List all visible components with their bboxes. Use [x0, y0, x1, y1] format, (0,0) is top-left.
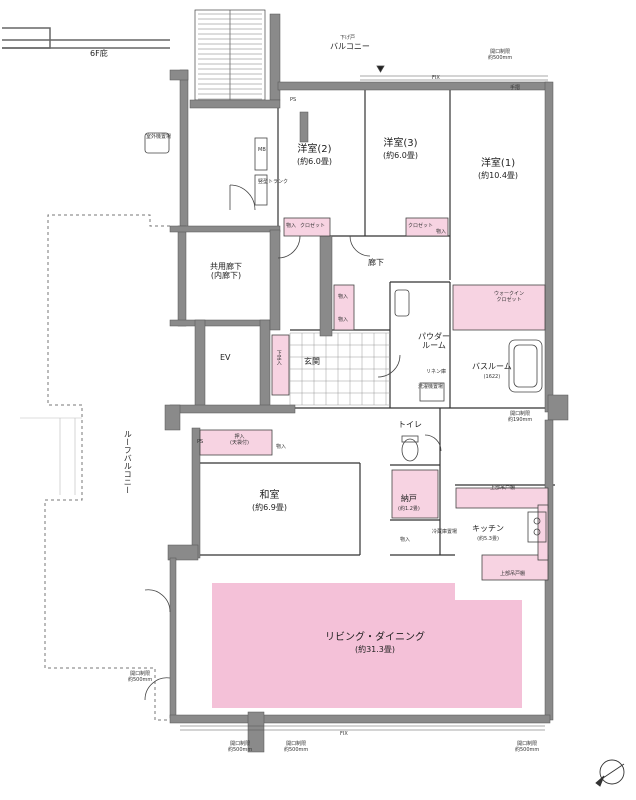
label-in-1: 物入 — [286, 223, 297, 229]
label-in-6: 物入 — [400, 537, 411, 543]
roof-deck-grid — [20, 417, 82, 495]
room-toilet: トイレ — [398, 420, 422, 429]
label-in-2: 物入 — [436, 229, 447, 235]
label-ac: 室外機置場 — [146, 134, 172, 140]
label-shoes: 下足入 — [275, 350, 282, 365]
room-kitchen: キッチン(約5.3畳) — [472, 524, 504, 543]
room-6f-eaves: 6F庇 — [90, 49, 108, 58]
walls — [164, 13, 569, 753]
label-opening-bottom-3: 開口制限約500mm — [515, 741, 540, 753]
staircase — [194, 9, 266, 101]
room-powder: パウダールーム — [418, 332, 450, 351]
roof-balcony-outline — [44, 214, 172, 721]
label-closet-2: クロゼット — [408, 223, 434, 229]
label-fix-top: FIX — [432, 75, 440, 81]
label-laundry: 洗濯機置場 — [418, 384, 444, 390]
label-opening-bottom-2: 開口制限約500mm — [284, 741, 309, 753]
room-living-dining: リビング・ダイニング(約31.3畳) — [325, 632, 425, 654]
eaves-outline — [2, 27, 170, 49]
room-bath: バスルーム(1622) — [472, 362, 512, 381]
label-oshiire: 押入(天袋付) — [230, 434, 249, 446]
living-highlight — [212, 583, 522, 708]
doors — [144, 65, 442, 701]
label-ps-2: PS — [197, 439, 204, 445]
room-balcony: バルコニー — [330, 42, 370, 51]
label-in-5: 物入 — [276, 444, 287, 450]
label-opening-bottom-1: 開口制限約500mm — [228, 741, 253, 753]
room-corridor: 廊下 — [368, 258, 384, 267]
window-strip-bottom — [180, 725, 545, 731]
label-dehumid: 竪型トランク — [258, 179, 289, 185]
label-closet-1: クロゼット — [300, 223, 326, 229]
label-hinge: 下げ戸 — [340, 35, 356, 41]
label-fix-bottom: FIX — [340, 731, 348, 737]
room-roof-balcony: ルーフバルコニー — [123, 430, 133, 494]
label-ps-1: PS — [290, 97, 297, 103]
label-handrail: 手摺 — [510, 85, 521, 91]
label-fridge: 冷蔵庫置場 — [432, 529, 458, 535]
storage-boxes — [199, 217, 549, 581]
room-common-hall: 共用廊下(内廊下) — [210, 262, 242, 281]
stair-treads — [198, 13, 262, 100]
label-opening-left: 開口制限約500mm — [128, 671, 153, 683]
room-japanese: 和室(約6.9畳) — [252, 490, 287, 512]
room-western-3: 洋室(3)(約6.0畳) — [383, 138, 418, 160]
label-mb: MB — [258, 147, 266, 153]
label-upper-shelf-2: 上部吊戸棚 — [500, 571, 526, 577]
label-linen: リネン庫 — [426, 369, 447, 375]
room-pantry: 納戸(約1.2畳) — [398, 494, 420, 513]
label-upper-shelf-1: 上部吊戸棚 — [490, 485, 516, 491]
room-western-1: 洋室(1)(約10.4畳) — [478, 158, 519, 180]
label-opening-bath: 開口制限約190mm — [508, 411, 533, 423]
label-in-4: 物入 — [338, 317, 349, 323]
window-strip-top — [360, 75, 548, 81]
compass — [595, 759, 625, 787]
label-opening-top: 開口制限約500mm — [488, 49, 513, 61]
partitions — [200, 82, 555, 556]
room-entrance: 玄関 — [304, 357, 320, 366]
room-ev: EV — [220, 353, 231, 362]
entrance-tile-grid — [289, 332, 390, 406]
fixtures — [144, 132, 547, 543]
label-in-3: 物入 — [338, 294, 349, 300]
label-walkin: ウォークインクロゼット — [494, 291, 525, 303]
room-western-2: 洋室(2)(約6.0畳) — [297, 144, 332, 166]
